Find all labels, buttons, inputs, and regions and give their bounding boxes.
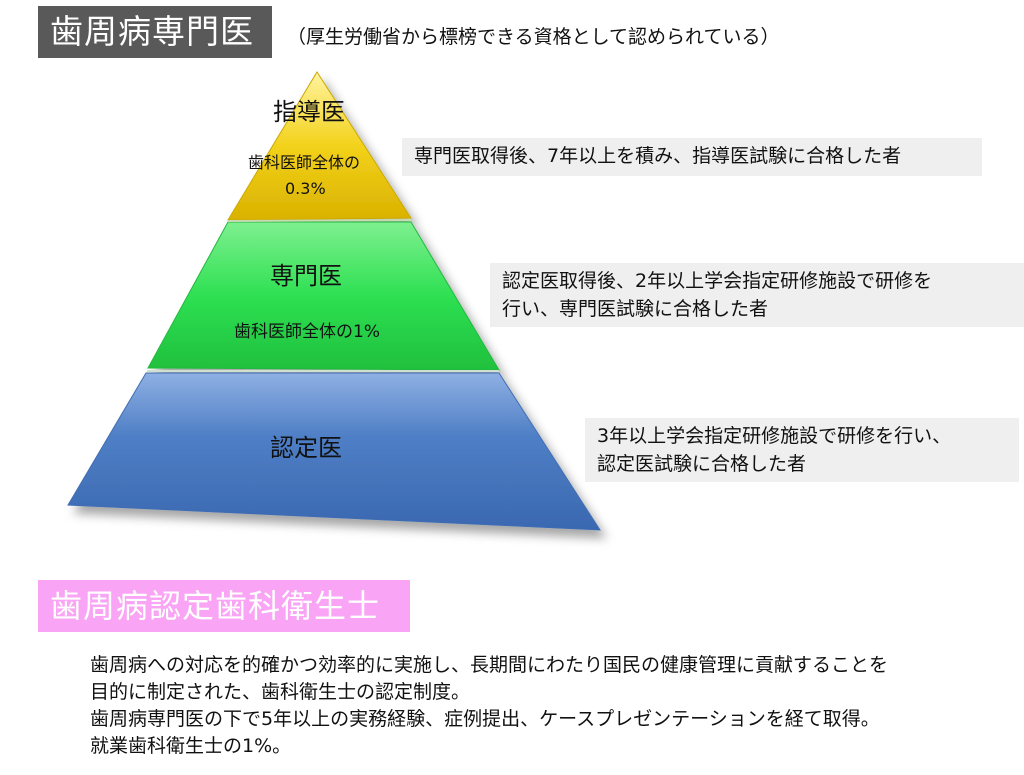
description-middle-line2: 行い、専門医試験に合格した者: [502, 298, 769, 320]
description-middle: 認定医取得後、2年以上学会指定研修施設で研修を 行い、専門医試験に合格した者: [490, 263, 1024, 327]
pyramid-diagram: [67, 71, 601, 531]
hygienist-line: 目的に制定された、歯科衛生士の認定制度。: [90, 681, 471, 703]
hygienist-line: 就業歯科衛生士の1%。: [90, 735, 292, 757]
tier-top-sub-line1: 歯科医師全体の: [248, 153, 361, 172]
title-note: （厚生労働省から標榜できる資格として認められている）: [287, 26, 780, 48]
tier-yellow-shape: [227, 71, 412, 221]
tier-green-shape: [147, 221, 500, 371]
hygienist-line: 歯周病への対応を的確かつ効率的に実施し、長期間にわたり国民の健康管理に貢献するこ…: [90, 654, 889, 676]
hygienist-line: 歯周病専門医の下で5年以上の実務経験、症例提出、ケースプレゼンテーションを経て取…: [90, 708, 880, 730]
tier-bottom-label: 認定医: [270, 434, 342, 462]
description-bottom-line1: 3年以上学会指定研修施設で研修を行い、: [597, 425, 952, 447]
description-top-line1: 専門医取得後、7年以上を積み、指導医試験に合格した者: [414, 145, 902, 167]
description-bottom: 3年以上学会指定研修施設で研修を行い、 認定医試験に合格した者: [585, 418, 1019, 482]
tier-divider: [227, 219, 412, 222]
tier-middle-sub: 歯科医師全体の1%: [234, 322, 380, 342]
tier-top-sub-line2: 0.3%: [285, 179, 326, 198]
hygienist-description: 歯周病への対応を的確かつ効率的に実施し、長期間にわたり国民の健康管理に貢献するこ…: [90, 652, 888, 760]
description-top: 専門医取得後、7年以上を積み、指導医試験に合格した者: [402, 138, 982, 176]
tier-top-label: 指導医: [273, 98, 345, 126]
tier-blue-shape: [67, 372, 601, 531]
hygienist-title: 歯周病認定歯科衛生士: [38, 580, 410, 632]
description-middle-line1: 認定医取得後、2年以上学会指定研修施設で研修を: [502, 270, 933, 292]
page-title: 歯周病専門医: [38, 6, 272, 58]
description-bottom-line2: 認定医試験に合格した者: [597, 453, 807, 475]
tier-middle-label: 専門医: [270, 262, 342, 290]
